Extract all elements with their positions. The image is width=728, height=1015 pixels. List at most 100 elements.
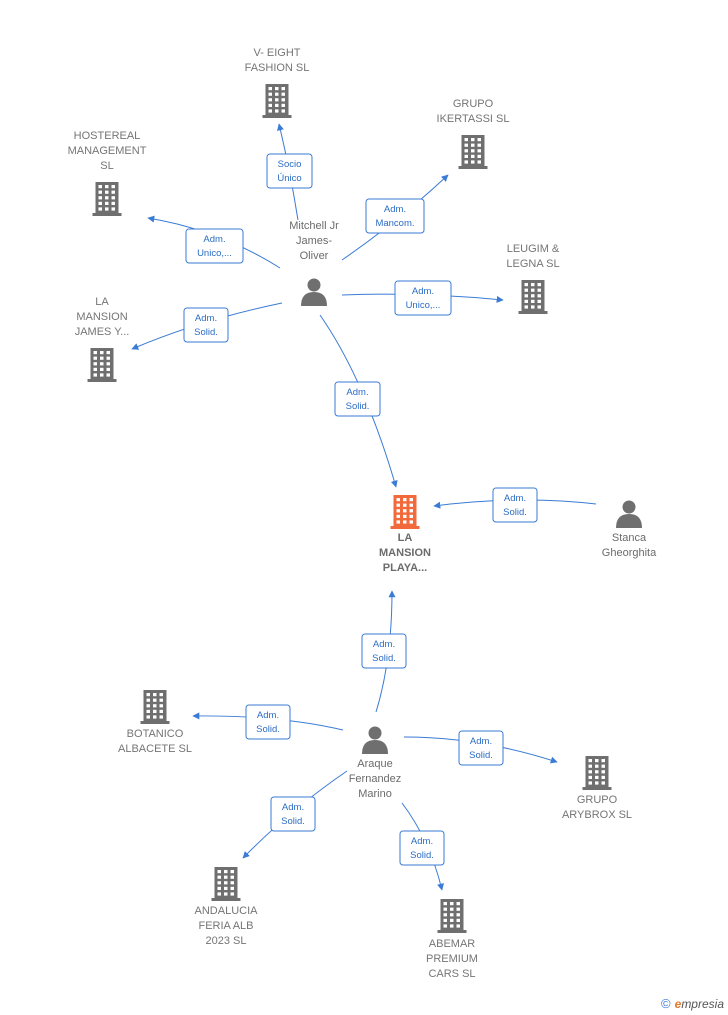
node-label: Stanca <box>612 532 647 544</box>
edge-mitchell-ikertassi[interactable]: Adm.Mancom. <box>341 174 449 261</box>
edge-label-text: Unico,... <box>406 300 441 311</box>
company-node-arybrox[interactable]: GRUPO ARYBROX SL <box>562 756 632 821</box>
edge-label-box[interactable] <box>245 704 291 740</box>
edge-label-box[interactable] <box>266 153 313 189</box>
building-icon[interactable] <box>582 756 612 790</box>
edge-label-text: Adm. <box>411 836 433 847</box>
edge-label-text: Solid. <box>256 724 280 735</box>
edge-label-text: Adm. <box>257 710 279 721</box>
node-label: Fernandez <box>349 773 402 785</box>
edge-label-text: Socio <box>278 159 302 170</box>
edges-layer: SocioÚnicoAdm.Mancom.Adm.Unico,...Adm.Un… <box>131 123 597 891</box>
node-label: PLAYA... <box>383 562 427 574</box>
company-node-focus[interactable]: LAMANSIONPLAYA... <box>379 495 431 574</box>
node-label: PREMIUM <box>426 953 478 965</box>
edge-label-text: Adm. <box>384 204 406 215</box>
edge-label-text: Adm. <box>412 286 434 297</box>
building-icon[interactable] <box>390 495 420 529</box>
building-icon[interactable] <box>140 690 170 724</box>
node-label: James- <box>296 235 332 247</box>
company-node-lamansionjames[interactable]: LA MANSION JAMES Y... <box>75 296 130 382</box>
edge-label-text: Adm. <box>504 493 526 504</box>
node-label: ALBACETE SL <box>118 743 192 755</box>
node-label: Gheorghita <box>602 547 657 559</box>
edge-mitchell-leugim[interactable]: Adm. Unico,... <box>341 280 504 316</box>
edge-araque-botanico[interactable]: Adm. Solid. <box>192 704 344 740</box>
building-icon[interactable] <box>518 280 548 314</box>
node-label: ABEMAR <box>429 938 476 950</box>
node-label: Araque <box>357 758 392 770</box>
person-node-mitchell[interactable]: Mitchell Jr James- Oliver <box>289 220 339 306</box>
building-icon[interactable] <box>437 899 467 933</box>
edge-label-text: Adm. <box>195 313 217 324</box>
node-label: ARYBROX SL <box>562 809 632 821</box>
edge-label-text: Adm. <box>373 639 395 650</box>
edge-mitchell-lamansionjames[interactable]: Adm. Solid. <box>131 302 283 350</box>
edge-label-box[interactable] <box>334 381 381 417</box>
node-label: LA <box>398 532 413 544</box>
node-label: Oliver <box>300 250 329 262</box>
edge-label-text: Adm. <box>346 387 368 398</box>
edge-label-box[interactable] <box>365 198 425 234</box>
node-label: LA <box>95 296 109 308</box>
building-icon[interactable] <box>87 348 117 382</box>
edge-label-box[interactable] <box>458 730 504 766</box>
edge-label-box[interactable] <box>361 633 407 669</box>
edge-label-text: Unico,... <box>197 248 232 259</box>
edge-label-text: Solid. <box>410 850 434 861</box>
node-label: CARS SL <box>428 968 475 980</box>
edge-label-text: Único <box>277 173 301 184</box>
edge-label-text: Solid. <box>503 507 527 518</box>
person-icon[interactable] <box>301 278 327 307</box>
node-label: Mitchell Jr <box>289 220 339 232</box>
node-label: ANDALUCIA <box>195 905 259 917</box>
edge-araque-arybrox[interactable]: Adm.Solid. <box>403 730 558 766</box>
building-icon[interactable] <box>458 135 488 169</box>
edge-label-text: Solid. <box>194 327 218 338</box>
node-label: LEUGIM & <box>507 243 560 255</box>
edge-label-box[interactable] <box>492 487 538 523</box>
edge-stanca-focus[interactable]: Adm. Solid. <box>433 487 597 523</box>
node-label: LEGNA SL <box>506 258 559 270</box>
building-icon[interactable] <box>211 867 241 901</box>
edge-mitchell-focus[interactable]: Adm.Solid. <box>319 314 398 488</box>
copyright-symbol: © <box>661 996 671 1011</box>
company-node-andalucia[interactable]: ANDALUCIA FERIA ALB 2023 SL <box>195 867 259 947</box>
person-icon[interactable] <box>616 500 642 529</box>
node-label: JAMES Y... <box>75 326 130 338</box>
node-label: FERIA ALB <box>198 920 253 932</box>
edge-mitchell-hostereal[interactable]: Adm.Unico,... <box>147 215 281 269</box>
edge-label-text: Solid. <box>281 816 305 827</box>
edge-label-box[interactable] <box>185 228 244 264</box>
building-icon[interactable] <box>92 182 122 216</box>
person-icon[interactable] <box>362 726 388 755</box>
node-label: IKERTASSI SL <box>437 113 510 125</box>
edge-araque-andalucia[interactable]: Adm. Solid. <box>242 770 348 859</box>
node-label: GRUPO <box>577 794 618 806</box>
edge-label-box[interactable] <box>183 307 229 343</box>
edge-label-box[interactable] <box>399 830 445 866</box>
edge-label-box[interactable] <box>394 280 452 316</box>
edge-araque-abemar[interactable]: Adm. Solid. <box>399 802 445 891</box>
node-label: BOTANICO <box>127 728 184 740</box>
edge-araque-focus[interactable]: Adm.Solid. <box>361 590 407 713</box>
company-node-botanico[interactable]: BOTANICO ALBACETE SL <box>118 690 192 755</box>
node-label: MANAGEMENT <box>68 145 147 157</box>
edge-label-text: Adm. <box>282 802 304 813</box>
company-node-abemar[interactable]: ABEMAR PREMIUM CARS SL <box>426 899 478 980</box>
node-label: MANSION <box>76 311 127 323</box>
building-icon[interactable] <box>262 84 292 118</box>
node-label: 2023 SL <box>206 935 247 947</box>
edge-label-box[interactable] <box>270 796 316 832</box>
brand-logo[interactable]: empresia <box>674 996 724 1011</box>
company-node-leugim[interactable]: LEUGIM & LEGNA SL <box>506 243 560 314</box>
